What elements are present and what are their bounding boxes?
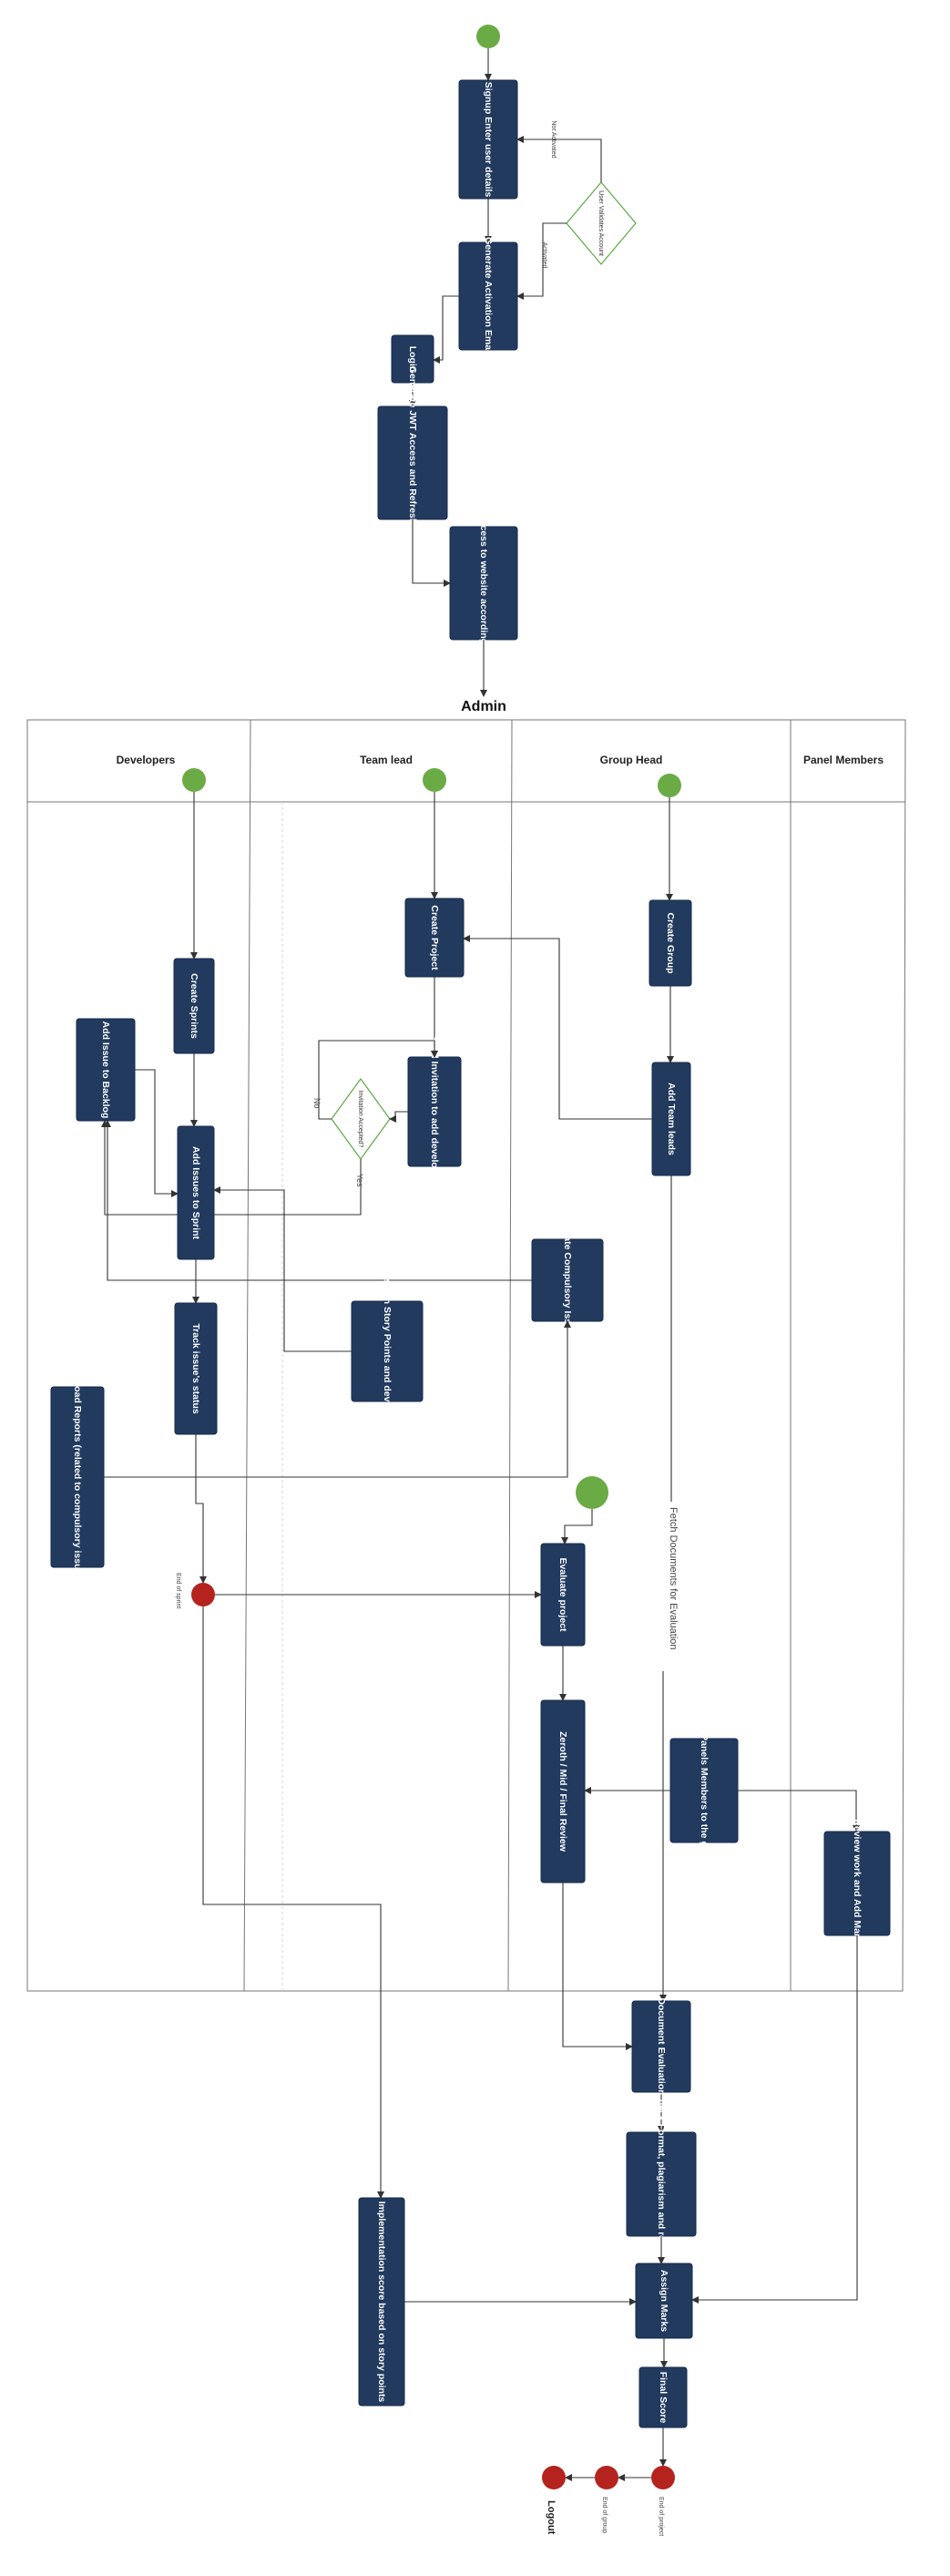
give-access-box: Give Access to website according to role: [449, 490, 518, 677]
add-panels-box: Add Panels Members to the group: [669, 1713, 739, 1868]
create-compulsory-box: Create Compulsory Issues: [531, 1220, 604, 1341]
end-of-group-node: [595, 2466, 618, 2489]
add-issue-backlog-label: Add Issue to Backlog: [100, 1021, 111, 1119]
not-activated-label: Not Activated: [550, 120, 557, 158]
document-evaluation-label: Document Evaluation: [656, 1997, 667, 2095]
assign-marks-box: Assign Marks: [635, 2263, 693, 2339]
signup-label: Signup Enter user details: [483, 82, 494, 198]
document-evaluation-box: Document Evaluation: [631, 1997, 691, 2096]
lane-team-lead: Team lead: [360, 754, 413, 766]
implementation-score-label: Implementation score based on story poin…: [376, 2201, 387, 2403]
logout-node: [542, 2466, 566, 2489]
start-node-developers: [182, 768, 206, 792]
jwt-label: Generate JWT Access and Refresh Tokens: [407, 366, 418, 560]
add-issue-backlog-box: Add Issue to Backlog: [76, 1018, 136, 1122]
upload-reports-label: Upload Reports (related to compulsory is…: [72, 1370, 83, 1583]
check-format-label: Check Format, plagiarism and relevance: [656, 2092, 667, 2275]
add-team-leads-box: Add Team leads: [651, 1062, 691, 1176]
review-work-box: Review work and Add Marks: [823, 1819, 891, 1948]
assign-story-label: Assign Story Points and developer: [382, 1272, 393, 1431]
end-of-project-label: End of project: [658, 2497, 664, 2536]
create-group-box: Create Group: [649, 899, 692, 987]
yes-label: Yes: [355, 1174, 364, 1187]
lane-group-head: Group Head: [600, 754, 663, 766]
add-panels-label: Add Panels Members to the group: [699, 1713, 710, 1868]
send-invitation-box: Send Invitation to add developers: [407, 1035, 462, 1188]
create-project-box: Create Project: [404, 898, 465, 978]
fetch-documents-label: Fetch Documents for Evaluation: [668, 1507, 679, 1650]
review-work-label: Review work and Add Marks: [852, 1819, 863, 1948]
validate-label: User Validates Account: [598, 190, 604, 256]
create-group-label: Create Group: [665, 912, 676, 973]
swimlane-frame: [26, 719, 906, 1992]
lane-panel-members: Panel Members: [803, 754, 884, 766]
validate-decision: User Validates Account: [566, 181, 637, 265]
invitation-label: Invitation Accepted?: [357, 1091, 363, 1148]
track-status-label: Track issue's status: [190, 1323, 201, 1414]
create-compulsory-label: Create Compulsory Issues: [562, 1220, 573, 1341]
assign-story-box: Assign Story Points and developer: [351, 1272, 424, 1431]
create-sprints-label: Create Sprints: [189, 973, 199, 1039]
logout-label: Logout: [546, 2500, 557, 2535]
activation-email-box: Generate Activation Email: [458, 237, 518, 355]
lane-developers: Developers: [117, 754, 176, 766]
add-issues-sprint-box: Add Issues to Sprint: [177, 1125, 215, 1260]
start-node-team-lead: [423, 768, 446, 792]
check-format-box: Check Format, plagiarism and relevance: [626, 2092, 697, 2276]
give-access-label: Give Access to website according to role: [478, 490, 489, 677]
activation-email-label: Generate Activation Email: [483, 237, 494, 355]
login-label: Login: [407, 346, 418, 373]
end-of-group-label: End of group: [601, 2497, 608, 2533]
end-of-sprint-node: [191, 1583, 215, 1606]
upload-reports-box: Upload Reports (related to compulsory is…: [50, 1370, 105, 1584]
end-of-project-node: [651, 2466, 675, 2489]
start-node-group-head: [658, 774, 681, 797]
invitation-decision: Invitation Accepted?: [331, 1077, 391, 1161]
send-invitation-label: Send Invitation to add developers: [429, 1035, 440, 1188]
no-label: No: [312, 1098, 322, 1109]
review-stage-label: Zeroth / Mid / Final Review: [557, 1731, 568, 1852]
create-sprints-box: Create Sprints: [173, 958, 215, 1054]
signup-box: Signup Enter user details: [458, 79, 518, 200]
start-node-evaluation: [576, 1476, 608, 1509]
login-box: Login: [391, 334, 434, 384]
add-issues-sprint-label: Add Issues to Sprint: [190, 1146, 201, 1240]
final-score-label: Final Score: [658, 2372, 669, 2424]
activated-label: Activated: [541, 242, 547, 269]
create-project-label: Create Project: [429, 905, 440, 970]
evaluate-project-label: Evaluate project: [557, 1557, 568, 1632]
assign-marks-label: Assign Marks: [659, 2270, 669, 2332]
final-score-box: Final Score: [638, 2366, 688, 2428]
start-node-top: [476, 25, 500, 48]
implementation-score-box: Implementation score based on story poin…: [358, 2197, 405, 2407]
end-of-sprint-label: End of sprint: [175, 1573, 181, 1608]
jwt-box: Generate JWT Access and Refresh Tokens: [377, 366, 448, 560]
track-status-box: Track issue's status: [174, 1302, 218, 1435]
evaluate-project-box: Evaluate project: [540, 1543, 586, 1647]
review-stage-box: Zeroth / Mid / Final Review: [540, 1699, 586, 1883]
add-team-leads-label: Add Team leads: [666, 1083, 677, 1155]
admin-title: Admin: [461, 699, 506, 714]
